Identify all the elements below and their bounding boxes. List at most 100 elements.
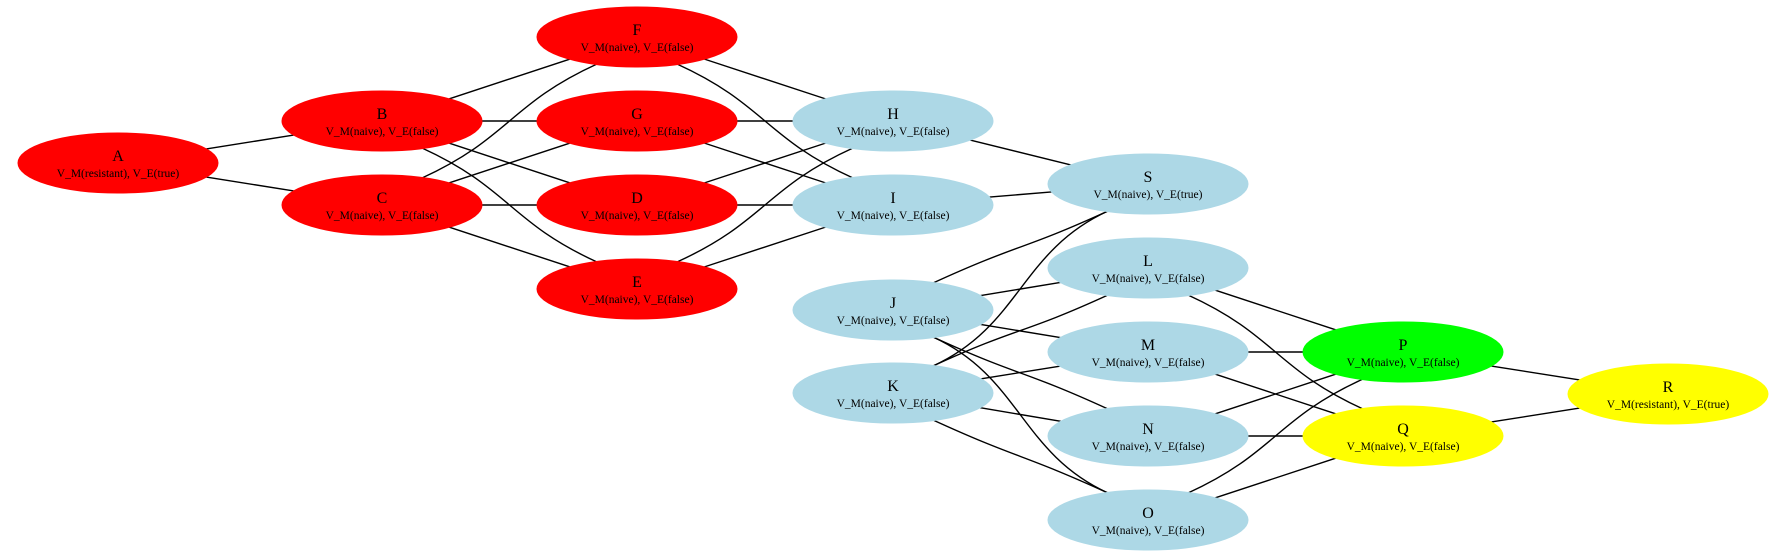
node-label: O — [1142, 505, 1154, 522]
node-P[interactable]: P V_M(naive), V_E(false) — [1302, 321, 1504, 383]
node-label: P — [1399, 337, 1408, 354]
node-ellipse — [17, 132, 219, 194]
edge-O-Q — [1215, 457, 1336, 499]
edge-C-F — [421, 63, 598, 179]
node-sublabel: V_M(resistant), V_E(true) — [57, 168, 180, 180]
node-R[interactable]: R V_M(resistant), V_E(true) — [1567, 363, 1769, 425]
edge-D-H — [704, 142, 826, 184]
edge-C-E — [449, 226, 570, 268]
edge-F-H — [704, 58, 826, 100]
node-ellipse — [1567, 363, 1769, 425]
node-ellipse — [1047, 405, 1249, 467]
node-ellipse — [536, 6, 738, 68]
edge-N-P — [1215, 373, 1336, 415]
node-label: L — [1143, 253, 1153, 270]
node-sublabel: V_M(naive), V_E(false) — [837, 398, 950, 410]
node-sublabel: V_M(naive), V_E(false) — [837, 126, 950, 138]
node-O[interactable]: O V_M(naive), V_E(false) — [1047, 489, 1249, 551]
node-label: E — [632, 274, 642, 291]
node-label: R — [1663, 379, 1674, 396]
node-K[interactable]: K V_M(naive), V_E(false) — [792, 362, 994, 424]
node-ellipse — [1302, 321, 1504, 383]
node-sublabel: V_M(naive), V_E(false) — [326, 210, 439, 222]
node-label: C — [377, 190, 388, 207]
edge-O-P — [1187, 378, 1364, 494]
node-sublabel: V_M(naive), V_E(false) — [837, 315, 950, 327]
node-label: I — [890, 190, 895, 207]
edge-H-S — [970, 139, 1071, 166]
nodes-layer: A V_M(resistant), V_E(true) B V_M(naive), V… — [17, 6, 1769, 551]
node-sublabel: V_M(naive), V_E(false) — [1092, 525, 1205, 537]
node-label: B — [377, 106, 388, 123]
node-sublabel: V_M(naive), V_E(false) — [1092, 441, 1205, 453]
node-E[interactable]: E V_M(naive), V_E(false) — [536, 258, 738, 320]
edge-K-N — [980, 407, 1061, 422]
node-ellipse — [1302, 405, 1504, 467]
edge-E-I — [704, 226, 826, 268]
node-ellipse — [1047, 489, 1249, 551]
node-D[interactable]: DV_M(naive), V_E(false) — [536, 174, 738, 236]
node-C[interactable]: C V_M(naive), V_E(false) — [281, 174, 483, 236]
node-ellipse — [792, 90, 994, 152]
node-M[interactable]: M V_M(naive), V_E(false) — [1047, 321, 1249, 383]
node-I[interactable]: I V_M(naive), V_E(false) — [792, 174, 994, 236]
node-label: K — [887, 378, 899, 395]
node-label: H — [887, 106, 899, 123]
edge-A-C — [206, 176, 294, 192]
node-ellipse — [281, 90, 483, 152]
node-S[interactable]: S V_M(naive), V_E(true) — [1047, 153, 1249, 215]
node-ellipse — [536, 174, 738, 236]
node-N[interactable]: N V_M(naive), V_E(false) — [1047, 405, 1249, 467]
node-ellipse — [281, 174, 483, 236]
edges-layer — [206, 58, 1580, 499]
node-sublabel: V_M(naive), V_E(false) — [581, 42, 694, 54]
node-ellipse — [536, 90, 738, 152]
node-label: J — [890, 295, 896, 312]
node-label: N — [1142, 421, 1154, 438]
edge-E-H — [676, 147, 854, 263]
node-ellipse — [1047, 321, 1249, 383]
node-F[interactable]: F V_M(naive), V_E(false) — [536, 6, 738, 68]
edge-P-R — [1491, 365, 1580, 381]
node-sublabel: V_M(naive), V_E(false) — [1347, 441, 1460, 453]
node-sublabel: V_M(resistant), V_E(true) — [1607, 399, 1730, 411]
edge-K-S — [932, 210, 1109, 367]
node-label: A — [112, 148, 124, 165]
node-label: S — [1144, 169, 1153, 186]
node-sublabel: V_M(naive), V_E(false) — [581, 210, 694, 222]
node-label: F — [633, 22, 642, 39]
node-sublabel: V_M(naive), V_E(true) — [1093, 189, 1202, 201]
node-ellipse — [792, 279, 994, 341]
node-J[interactable]: J V_M(naive), V_E(false) — [792, 279, 994, 341]
node-label: G — [631, 106, 643, 123]
node-B[interactable]: B V_M(naive), V_E(false) — [281, 90, 483, 152]
node-G[interactable]: G V_M(naive), V_E(false) — [536, 90, 738, 152]
edge-J-S — [932, 210, 1109, 284]
node-L[interactable]: L V_M(naive), V_E(false) — [1047, 237, 1249, 299]
edge-B-F — [449, 58, 570, 100]
node-sublabel: V_M(naive), V_E(false) — [1092, 357, 1205, 369]
node-A[interactable]: A V_M(resistant), V_E(true) — [17, 132, 219, 194]
edge-C-G — [449, 142, 570, 184]
node-ellipse — [1047, 153, 1249, 215]
node-sublabel: V_M(naive), V_E(false) — [581, 126, 694, 138]
edge-K-O — [932, 419, 1109, 494]
node-sublabel: V_M(naive), V_E(false) — [1347, 357, 1460, 369]
node-label: M — [1141, 337, 1155, 354]
node-Q[interactable]: Q V_M(naive), V_E(false) — [1302, 405, 1504, 467]
node-H[interactable]: H V_M(naive), V_E(false) — [792, 90, 994, 152]
edge-A-B — [206, 134, 294, 150]
node-label: Q — [1397, 421, 1409, 438]
node-ellipse — [792, 362, 994, 424]
node-sublabel: V_M(naive), V_E(false) — [837, 210, 950, 222]
edge-K-L — [932, 294, 1109, 367]
node-sublabel: V_M(naive), V_E(false) — [581, 294, 694, 306]
edge-I-S — [989, 191, 1052, 198]
node-ellipse — [792, 174, 994, 236]
node-sublabel: V_M(naive), V_E(false) — [326, 126, 439, 138]
node-sublabel: V_M(naive), V_E(false) — [1092, 273, 1205, 285]
node-ellipse — [1047, 237, 1249, 299]
edge-K-M — [981, 365, 1060, 380]
edge-L-P — [1215, 289, 1336, 331]
